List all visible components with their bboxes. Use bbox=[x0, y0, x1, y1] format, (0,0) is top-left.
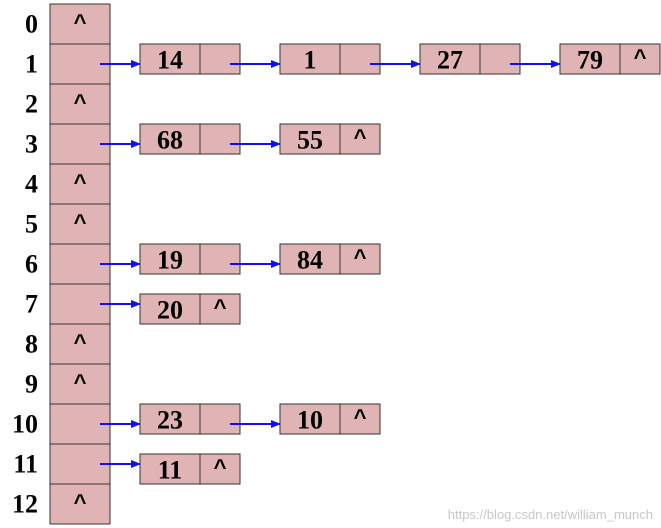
bucket-cell bbox=[49, 203, 111, 245]
list-node bbox=[139, 403, 241, 435]
bucket-index-label: 9 bbox=[25, 370, 38, 399]
null-pointer-mark: ^ bbox=[634, 45, 647, 70]
null-pointer-mark: ^ bbox=[354, 405, 367, 430]
bucket-index-label: 4 bbox=[25, 170, 38, 199]
bucket-cell bbox=[49, 163, 111, 205]
list-node bbox=[139, 293, 241, 325]
node-value: 55 bbox=[297, 126, 323, 155]
list-node bbox=[419, 43, 521, 75]
node-value: 19 bbox=[157, 246, 183, 275]
list-node bbox=[279, 123, 381, 155]
null-pointer-mark: ^ bbox=[74, 330, 87, 355]
node-value: 1 bbox=[304, 46, 317, 75]
bucket-index-label: 3 bbox=[25, 130, 38, 159]
list-node bbox=[139, 453, 241, 485]
bucket-index-label: 0 bbox=[25, 10, 38, 39]
list-node bbox=[559, 43, 661, 75]
list-node bbox=[279, 403, 381, 435]
bucket-cell bbox=[49, 483, 111, 525]
watermark-text: https://blog.csdn.net/william_munch bbox=[447, 507, 653, 522]
list-node bbox=[279, 243, 381, 275]
bucket-index-label: 2 bbox=[25, 90, 38, 119]
bucket-cell bbox=[49, 363, 111, 405]
node-value: 27 bbox=[437, 46, 463, 75]
null-pointer-mark: ^ bbox=[74, 370, 87, 395]
null-pointer-mark: ^ bbox=[214, 455, 227, 480]
node-value: 79 bbox=[577, 46, 603, 75]
bucket-index-label: 5 bbox=[25, 210, 38, 239]
node-value: 20 bbox=[157, 296, 183, 325]
node-value: 14 bbox=[157, 46, 183, 75]
bucket-index-label: 6 bbox=[25, 250, 38, 279]
bucket-index-label: 11 bbox=[13, 450, 38, 479]
bucket-cell bbox=[49, 3, 111, 45]
bucket-index-label: 10 bbox=[12, 410, 38, 439]
null-pointer-mark: ^ bbox=[354, 125, 367, 150]
bucket-index-label: 8 bbox=[25, 330, 38, 359]
null-pointer-mark: ^ bbox=[354, 245, 367, 270]
node-value: 68 bbox=[157, 126, 183, 155]
bucket-index-label: 7 bbox=[25, 290, 38, 319]
bucket-index-label: 1 bbox=[25, 50, 38, 79]
node-value: 23 bbox=[157, 406, 183, 435]
null-pointer-mark: ^ bbox=[74, 170, 87, 195]
list-node bbox=[139, 243, 241, 275]
list-node bbox=[139, 43, 241, 75]
list-node bbox=[139, 123, 241, 155]
node-value: 11 bbox=[158, 456, 183, 485]
bucket-cell bbox=[49, 323, 111, 365]
bucket-index-label: 12 bbox=[12, 490, 38, 519]
node-value: 10 bbox=[297, 406, 323, 435]
null-pointer-mark: ^ bbox=[214, 295, 227, 320]
null-pointer-mark: ^ bbox=[74, 90, 87, 115]
bucket-cell bbox=[49, 83, 111, 125]
list-node bbox=[279, 43, 381, 75]
null-pointer-mark: ^ bbox=[74, 210, 87, 235]
null-pointer-mark: ^ bbox=[74, 490, 87, 515]
node-value: 84 bbox=[297, 246, 323, 275]
null-pointer-mark: ^ bbox=[74, 10, 87, 35]
